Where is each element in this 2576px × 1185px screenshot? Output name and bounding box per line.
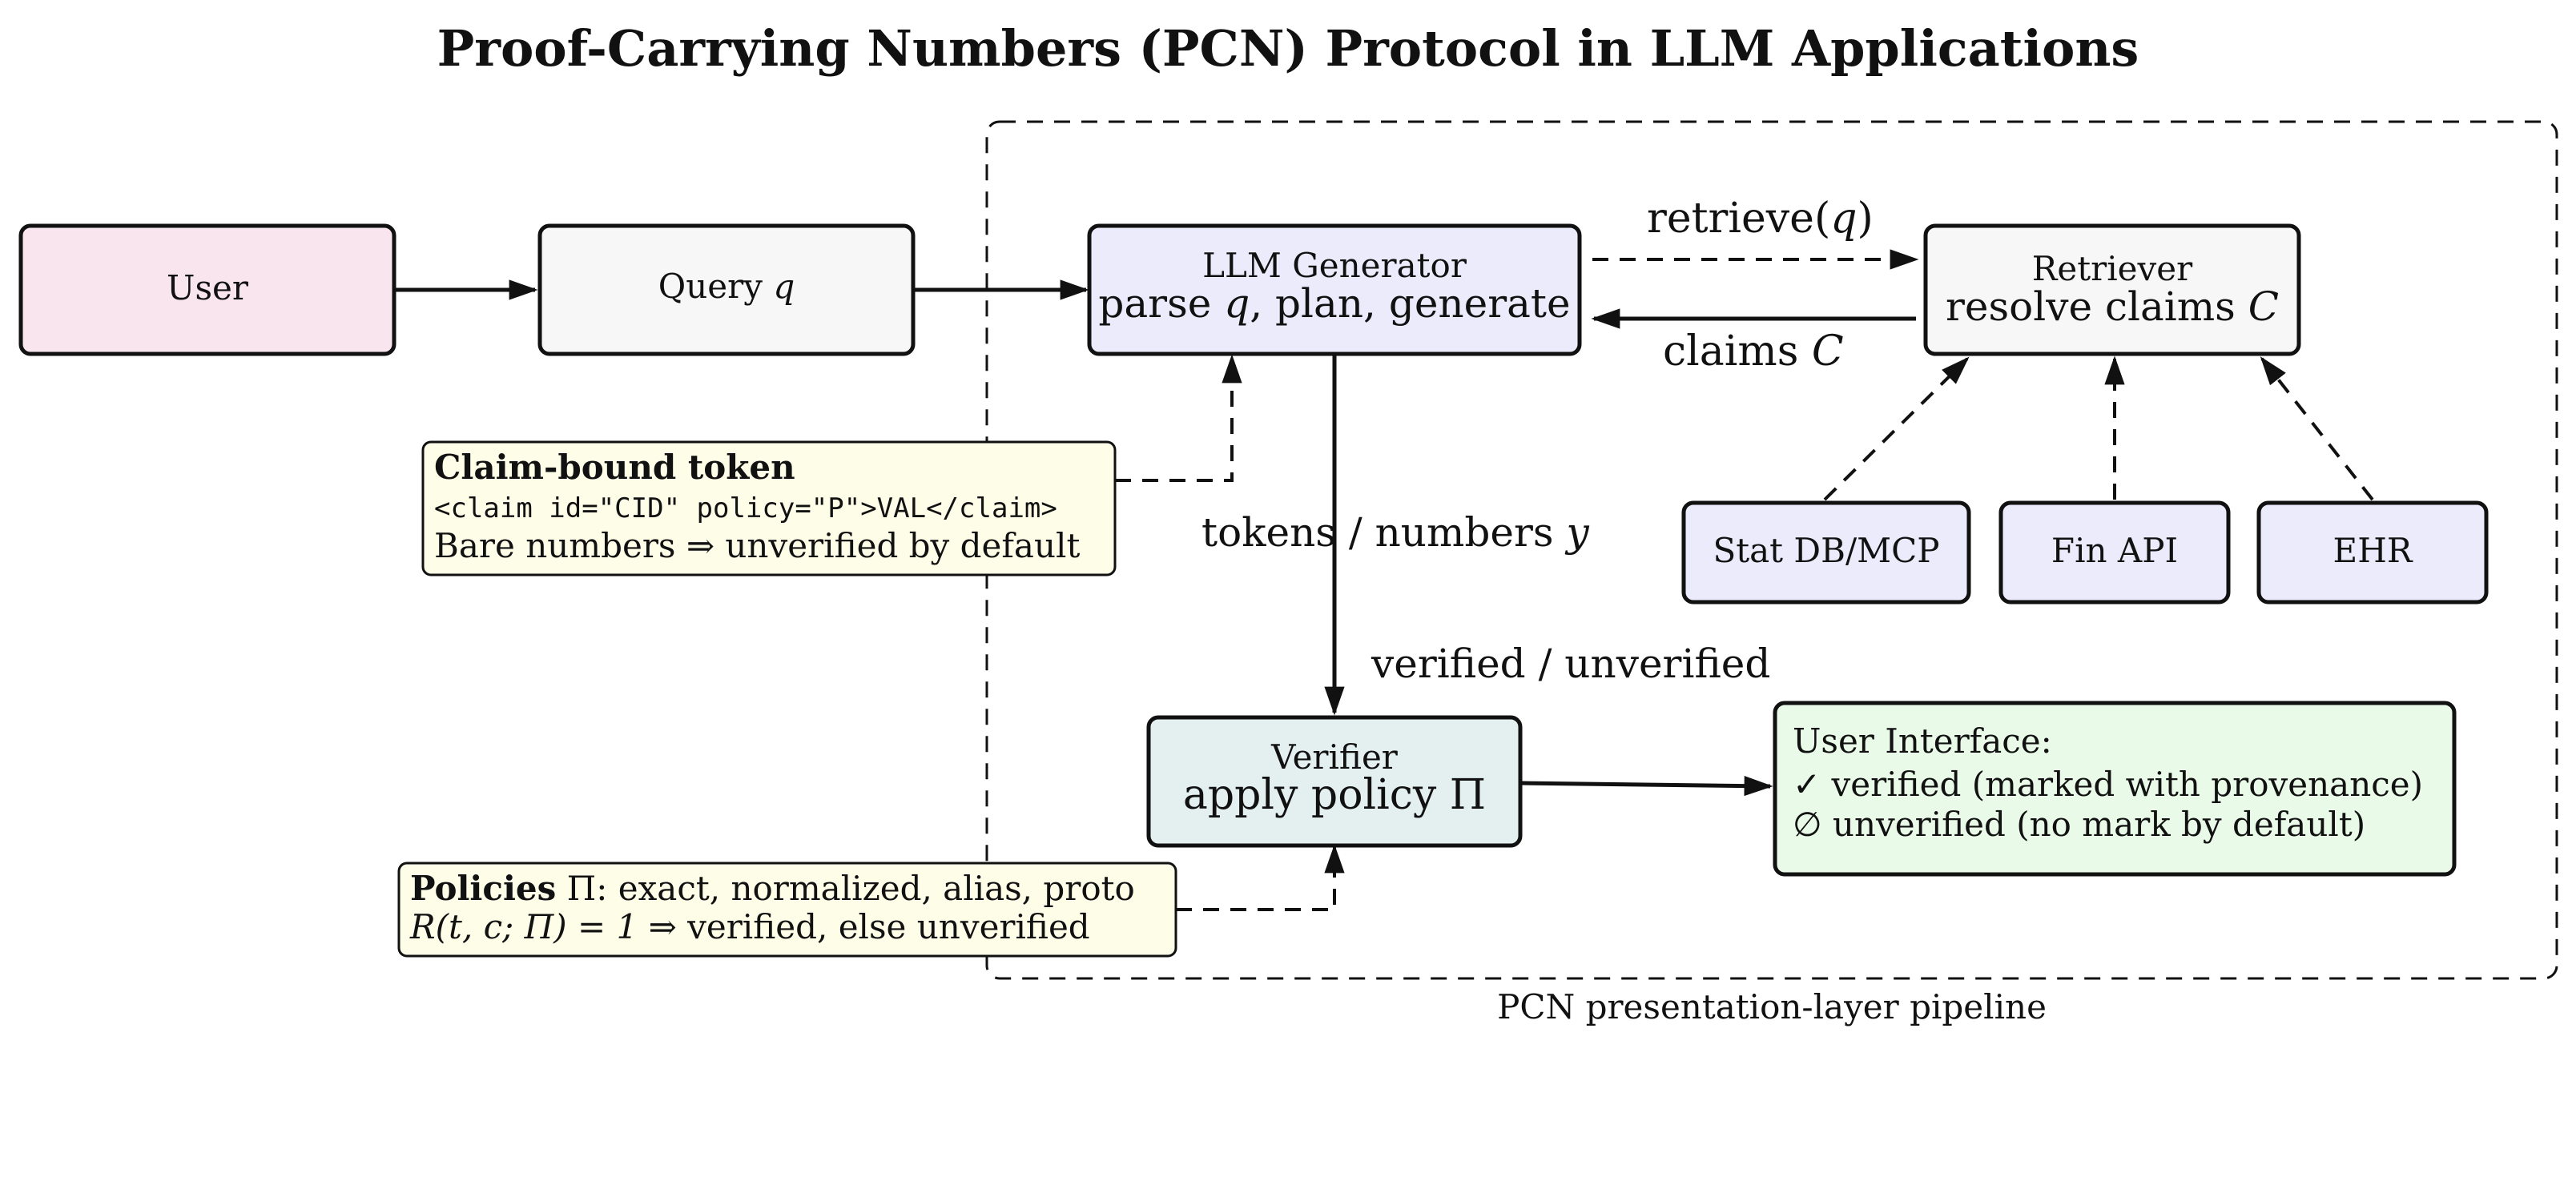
- edge-statdb-retriever: [1823, 356, 1970, 501]
- verifier-box: [1146, 715, 1523, 848]
- policies-note-line1: Policies Π: exact, normalized, alias, pr…: [410, 869, 1135, 908]
- query-node: Query q: [537, 223, 916, 356]
- user-interface-title: User Interface:: [1793, 721, 2052, 761]
- claim-token-note-box: [421, 440, 1117, 576]
- diagram-title: Proof-Carrying Numbers (PCN) Protocol in…: [437, 19, 2139, 78]
- claim-token-note-default: Bare numbers ⇒ unverified by default: [434, 526, 1080, 565]
- policies-note-box: [397, 862, 1177, 958]
- user-interface-box: [1773, 701, 2457, 877]
- source-statdb-box: [1681, 500, 1971, 605]
- edge-verifier-ui: [1521, 775, 1773, 797]
- verifier-node: Verifier apply policy Π: [1146, 715, 1523, 848]
- pipeline-label: PCN presentation-layer pipeline: [1497, 987, 2047, 1026]
- edge-ehr-retriever: [2260, 356, 2374, 501]
- edge-label-claims: claims C: [1663, 327, 1844, 376]
- llm-generator-box: [1087, 223, 1582, 356]
- edge-claimnote-llm: [1115, 354, 1242, 482]
- source-statdb-label: Stat DB/MCP: [1713, 531, 1939, 570]
- claim-token-note-code: <claim id="CID" policy="P">VAL</claim>: [434, 492, 1057, 524]
- user-node: User: [18, 223, 396, 356]
- query-box: [537, 223, 916, 356]
- source-finapi-box: [1998, 500, 2231, 605]
- policies-note: Policies Π: exact, normalized, alias, pr…: [397, 862, 1177, 958]
- source-statdb-node: Stat DB/MCP: [1681, 500, 1971, 605]
- verifier-subtitle: apply policy Π: [1183, 771, 1486, 819]
- edge-label-verified-unverified: verified / unverified: [1371, 641, 1770, 687]
- llm-generator-subtitle: parse q, plan, generate: [1098, 280, 1570, 327]
- retriever-node: Retriever resolve claims C: [1923, 223, 2301, 356]
- verifier-title: Verifier: [1270, 737, 1399, 777]
- edge-policynote-verifier: [1176, 844, 1345, 911]
- llm-generator-title: LLM Generator: [1202, 246, 1467, 285]
- claim-token-note: Claim-bound token <claim id="CID" policy…: [421, 440, 1117, 576]
- source-ehr-node: EHR: [2256, 500, 2489, 605]
- user-interface-verified: ✓ verified (marked with provenance): [1793, 765, 2423, 804]
- user-interface-node: User Interface: ✓ verified (marked with …: [1773, 701, 2457, 877]
- retriever-subtitle: resolve claims C: [1946, 283, 2279, 330]
- source-finapi-node: Fin API: [1998, 500, 2231, 605]
- llm-generator-node: LLM Generator parse q, plan, generate: [1087, 223, 1582, 356]
- user-interface-unverified: ∅ unverified (no mark by default): [1793, 805, 2365, 844]
- edge-label-retrieve: retrieve(q): [1647, 195, 1874, 243]
- edge-label-tokens: tokens / numbers y: [1201, 509, 1589, 556]
- claim-token-note-title: Claim-bound token: [434, 448, 795, 487]
- source-ehr-box: [2256, 500, 2489, 605]
- retriever-box: [1923, 223, 2301, 356]
- user-box: [18, 223, 396, 356]
- policies-note-line2: R(t, c; Π) = 1 ⇒ verified, else unverifi…: [409, 907, 1090, 946]
- query-label: Query q: [658, 267, 795, 306]
- source-finapi-label: Fin API: [2051, 531, 2178, 570]
- source-ehr-label: EHR: [2333, 531, 2413, 570]
- retriever-title: Retriever: [2032, 249, 2193, 288]
- user-label: User: [167, 268, 249, 307]
